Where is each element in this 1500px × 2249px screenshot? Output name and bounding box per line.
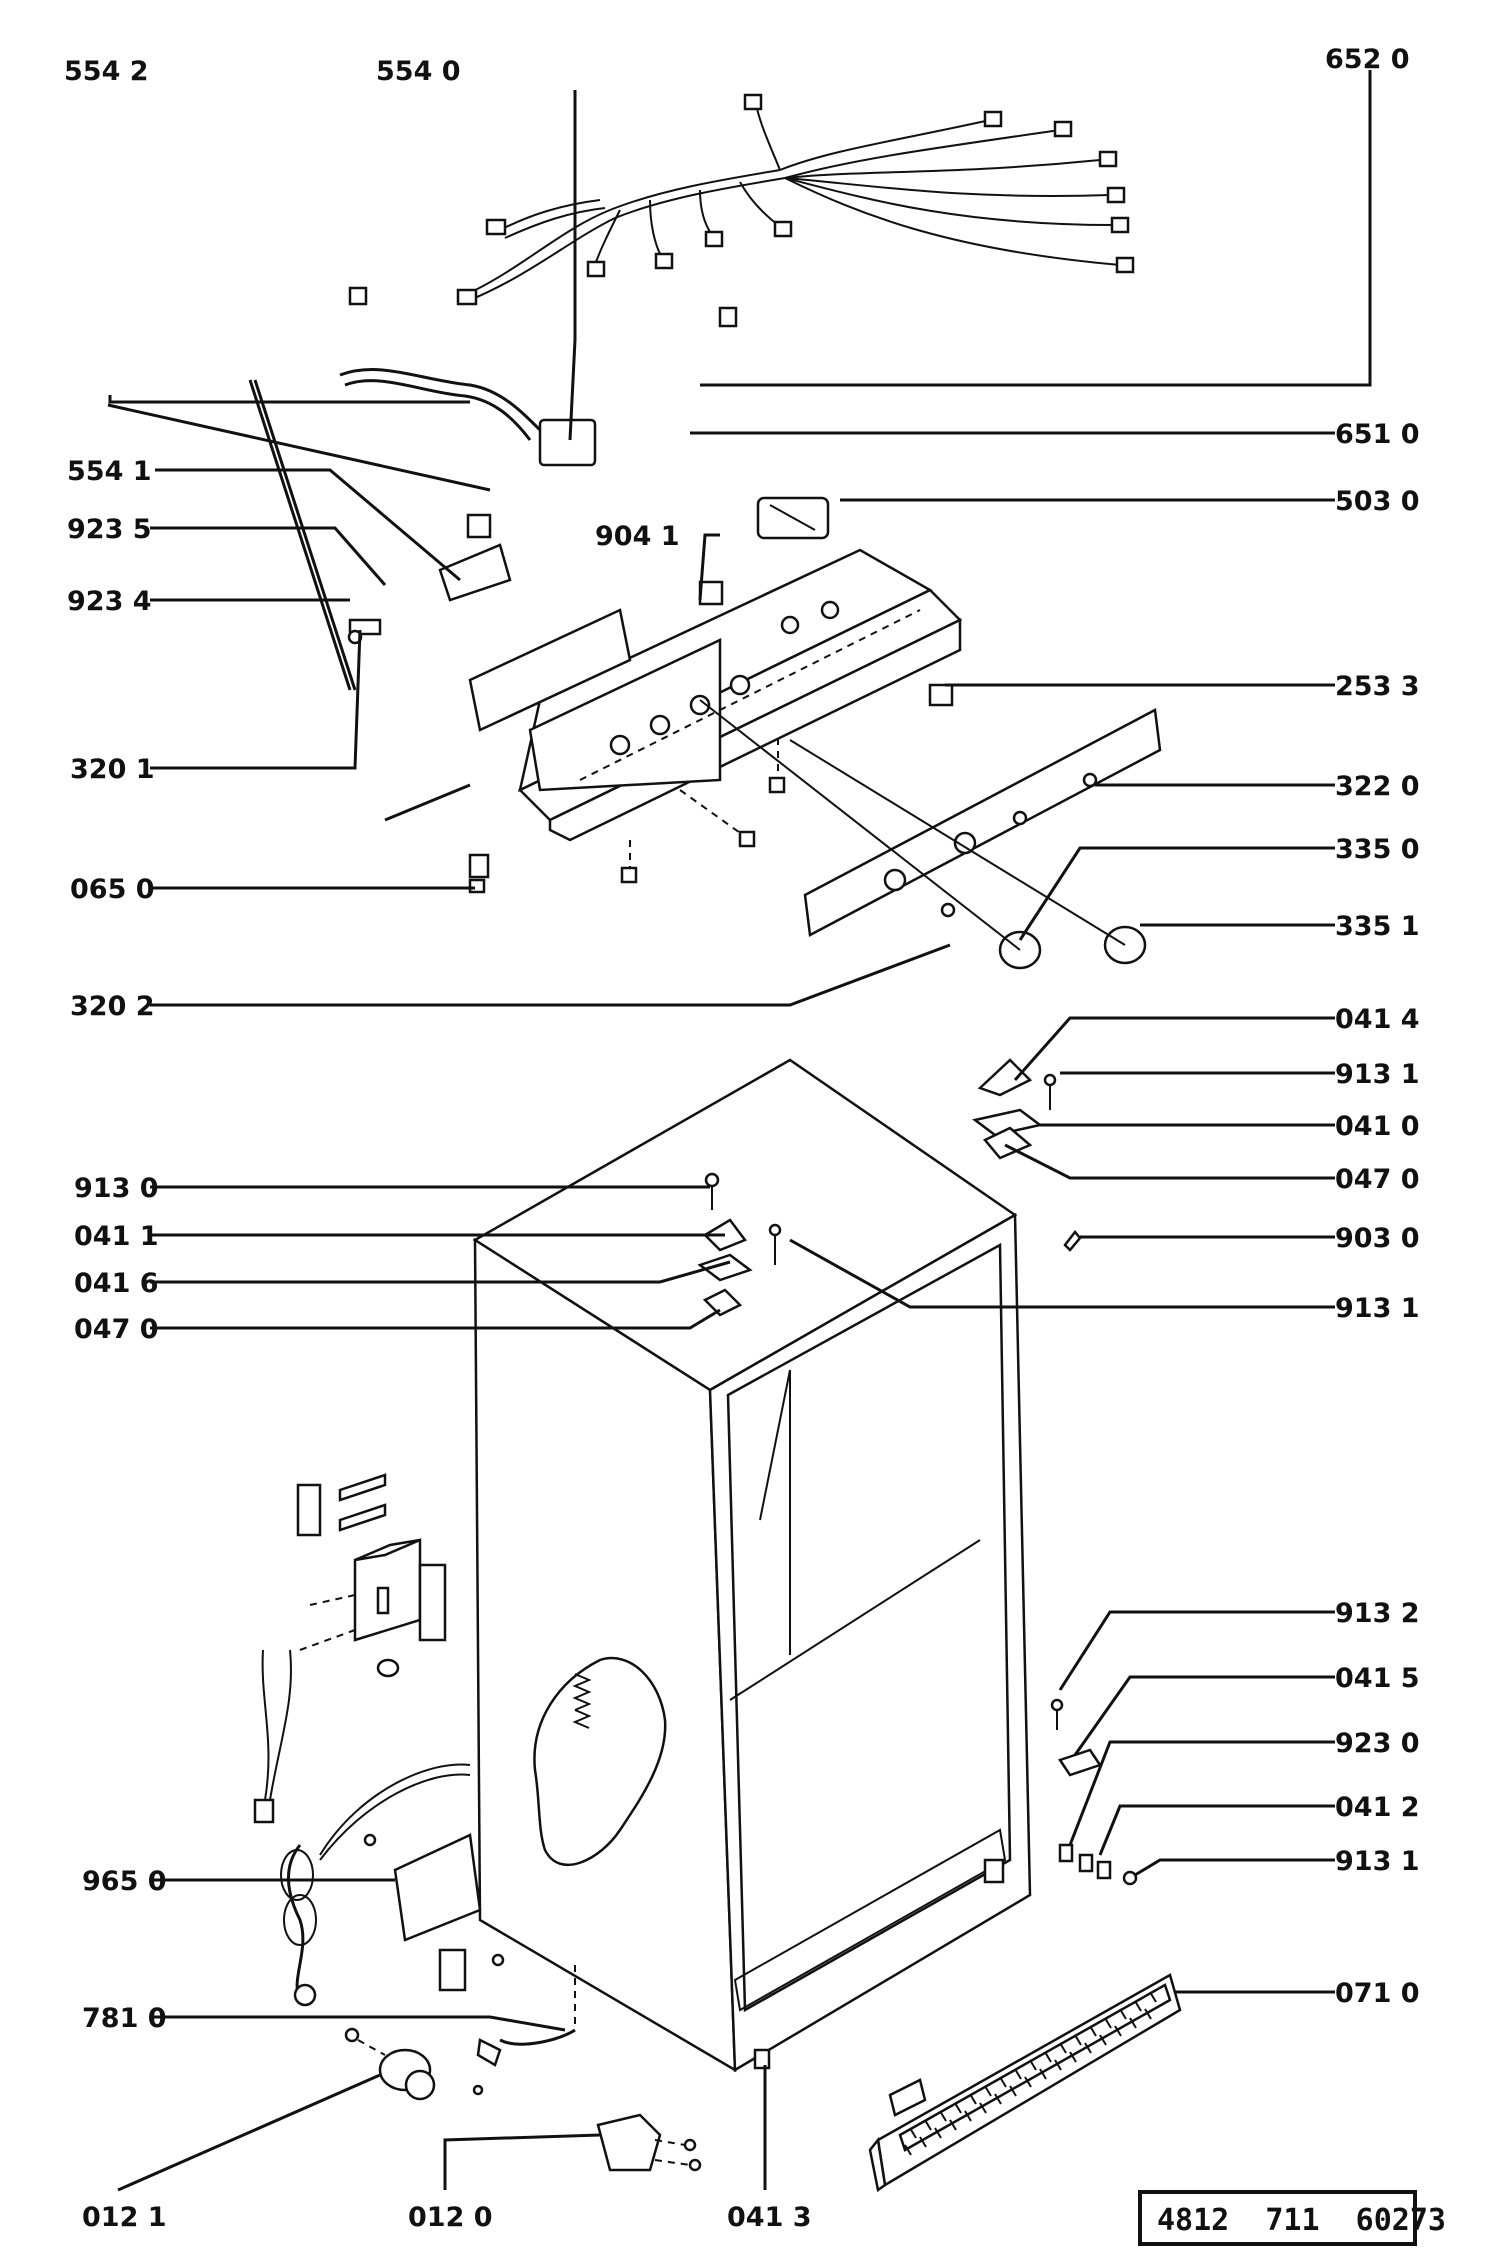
label-913-1-top: 913 1 [1335,1059,1420,1090]
label-652-0: 652 0 [1325,44,1410,75]
side-components [253,1473,771,2070]
label-335-1: 335 1 [1335,911,1420,942]
label-012-0: 012 0 [408,2202,493,2233]
label-065-0: 065 0 [70,874,155,905]
label-041-6: 041 6 [74,1268,159,1299]
label-322-0: 322 0 [1335,771,1420,802]
label-041-5: 041 5 [1335,1663,1420,1694]
label-047-0-left: 047 0 [74,1314,159,1345]
label-781-0: 781 0 [82,2003,167,2034]
control-housing [248,379,963,894]
label-041-4: 041 4 [1335,1004,1420,1035]
cabinet-body [472,1058,1032,2073]
part-number-box: 4812 711 60273 [1138,2190,1446,2246]
label-253-3: 253 3 [1335,671,1420,702]
label-041-1: 041 1 [74,1221,159,1252]
label-554-1: 554 1 [67,456,152,487]
label-903-0: 903 0 [1335,1223,1420,1254]
part-number: 4812 711 60273 [1157,2203,1446,2238]
label-651-0: 651 0 [1335,419,1420,450]
label-554-0: 554 0 [376,56,461,87]
label-320-1: 320 1 [70,754,155,785]
label-923-0: 923 0 [1335,1728,1420,1759]
front-panel [468,699,1162,970]
label-012-1: 012 1 [82,2202,167,2233]
feet-brackets [344,2027,702,2172]
wiring-harness [339,93,1135,441]
label-041-0: 041 0 [1335,1111,1420,1142]
label-904-1: 904 1 [595,521,680,552]
label-503-0: 503 0 [1335,486,1420,517]
label-554-2: 554 2 [64,56,149,87]
label-041-2: 041 2 [1335,1792,1420,1823]
label-965-0: 965 0 [82,1866,167,1897]
label-923-4: 923 4 [67,586,152,617]
callout-labels: 554 2 554 0 652 0 651 0 554 1 503 0 923 … [64,44,1420,2233]
label-071-0: 071 0 [1335,1978,1420,2009]
label-335-0: 335 0 [1335,834,1420,865]
label-041-3: 041 3 [727,2202,812,2233]
label-913-0: 913 0 [74,1173,159,1204]
label-047-0-right: 047 0 [1335,1164,1420,1195]
label-913-1-mid: 913 1 [1335,1293,1420,1324]
label-923-5: 923 5 [67,514,152,545]
label-913-1-bottom: 913 1 [1335,1846,1420,1877]
label-913-2: 913 2 [1335,1598,1420,1629]
label-320-2: 320 2 [70,991,155,1022]
kickplate-grille [868,1973,1182,2193]
leader-lines [107,70,1372,2192]
